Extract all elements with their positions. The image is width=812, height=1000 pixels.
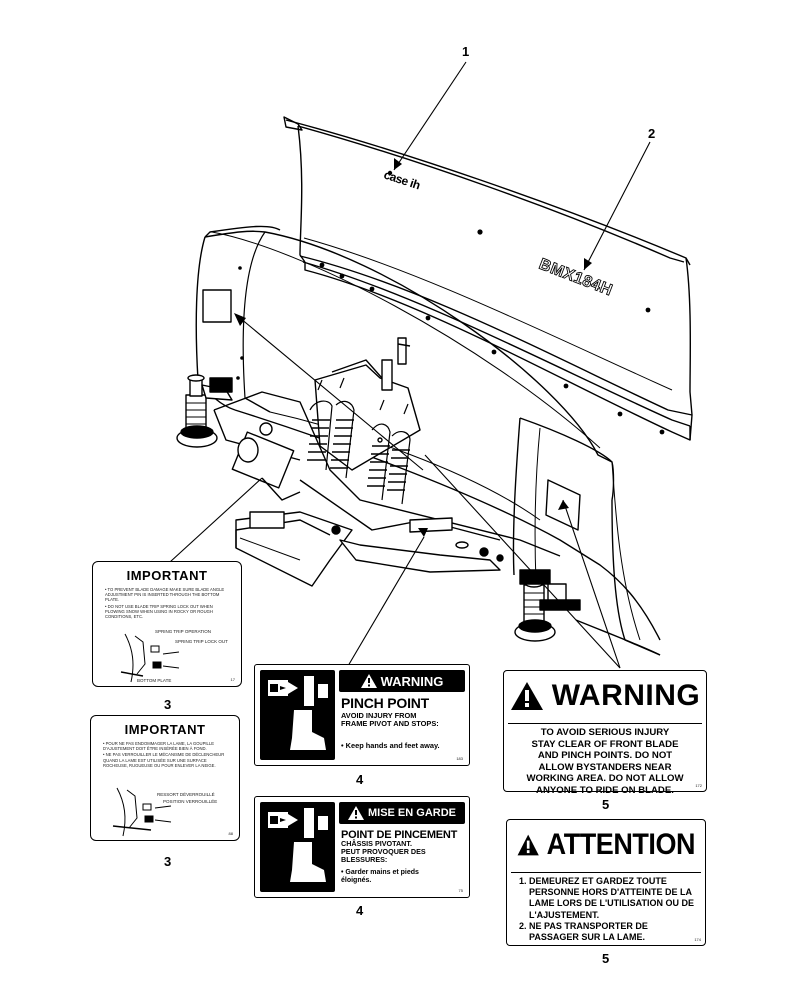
decal-warning-english: WARNING TO AVOID SERIOUS INJURY STAY CLE… [503,670,707,796]
decal-header: WARNING [339,670,465,692]
decal-attention-body: 1. DEMEUREZ ET GARDEZ TOUTE PERSONNE HOR… [519,876,697,943]
decal-warning-line: AND PINCH POINTS. DO NOT [537,750,673,762]
decal-header-text: WARNING [380,673,444,689]
decal-pinch-sub-line: PEUT PROVOQUER DES [341,846,426,856]
callout-4b: 4 [356,903,364,918]
decal-important-line: • TO PREVENT BLADE DAMAGE MAKE SURE BLAD… [105,587,225,603]
decal-divider [511,872,701,873]
decal-pinch-point-french: MISE EN GARDE POINT DE PINCEMENT CHÂSSIS… [254,796,470,898]
pinch-hazard-pictogram [260,670,335,760]
decal-pinch-note-line: éloignés. [341,876,372,884]
decal-important-title: IMPORTANT [124,722,206,737]
callout-3a: 3 [164,697,172,712]
decal-attention-line: L'AJUSTEMENT. [529,909,600,920]
decal-pinch-sub-line: BLESSURES: [341,854,388,864]
decal-pinch-point-english: WARNING PINCH POINT AVOID INJURY FROM FR… [254,664,470,766]
decal-warning-title-text: WARNING [551,679,701,712]
warning-triangle-icon [510,682,543,710]
callout-2: 2 [648,126,656,141]
callout-1: 1 [462,44,470,59]
decal-important-line: • POUR NE PAS ENDOMMAGER LA LAME, LA GOU… [103,741,214,752]
moldboard [195,225,661,656]
left-caster-wheel [176,374,233,448]
decal-attention-title: ATTENTION [517,828,696,862]
decal-important-line: • DO NOT USE BLADE TRIP SPRING LOCK OUT … [105,603,213,620]
decal-important-title: IMPORTANT [126,568,208,583]
decal-important-french: IMPORTANT • POUR NE PAS ENDOMMAGER LA LA… [90,715,240,841]
decal-attention-line: PASSAGER SUR LA LAME. [529,932,646,943]
decal-pinch-note-line: • Garder mains et pieds [341,869,419,876]
decal-attention-line: PERSONNE HORS D'ATTEINTE DE LA [529,887,692,898]
decal-important-label-b: SPRING TRIP LOCK OUT [175,639,228,644]
warning-triangle-icon [347,806,364,820]
decal-part-code: 75 [458,888,463,893]
blade-brand-text: case ih [382,168,422,193]
decal-pinch-title: POINT DE PINCEMENT [341,829,458,841]
decal-important-english: IMPORTANT • TO PREVENT BLADE DAMAGE MAKE… [92,561,242,687]
decal-part-code: 172 [695,783,702,788]
decal-warning-line: ANYONE TO RIDE ON BLADE. [536,784,674,796]
callout-4a: 4 [356,772,364,787]
blade-model-text: BMX184H [537,256,615,300]
decal-important-label-a: SPRING TRIP OPERATION [155,629,212,634]
decal-important-label-b: POSITION VERROUILLÉE [163,799,218,804]
leader-lines [169,61,651,669]
decal-pinch-note: • Garder mains et pieds éloignés. [341,869,461,885]
decal-warning-line: WORKING AREA. DO NOT ALLOW [526,773,684,785]
pinch-hazard-pictogram [260,802,335,892]
spring-trip-illustration [112,787,172,837]
warning-triangle-icon [517,834,539,856]
decal-pinch-sub: CHÂSSIS PIVOTANT. PEUT PROVOQUER DES BLE… [341,840,461,863]
spring-trip-illustration [120,633,180,683]
decal-warning-line: ALLOW BYSTANDERS NEAR [538,761,672,773]
callout-5b: 5 [602,951,610,966]
decal-warning-title: WARNING [504,679,706,713]
decal-pinch-title: PINCH POINT [341,695,430,711]
blade-cutting-edge [283,116,693,441]
callout-3b: 3 [164,854,172,869]
decal-header: MISE EN GARDE [339,802,465,824]
decal-pinch-sub-line: FRAME PIVOT AND STOPS: [341,719,439,728]
decal-important-line: • NE PAS VERROUILLER LE MÉCANISME DE DÉC… [103,752,225,768]
decal-warning-body: TO AVOID SERIOUS INJURY STAY CLEAR OF FR… [512,727,698,797]
right-caster-wheel [514,569,581,642]
push-frame [213,391,561,587]
decal-divider [508,723,702,724]
decal-part-code: 17 [230,677,235,682]
decal-attention-line: 2. NE PAS TRANSPORTER DE [519,920,648,931]
decal-warning-line: STAY CLEAR OF FRONT BLADE [531,738,679,750]
decal-header-text: MISE EN GARDE [367,807,456,819]
decal-warning-line: TO AVOID SERIOUS INJURY [540,727,670,738]
warning-triangle-icon [360,674,377,688]
decal-part-code: 183 [456,756,463,761]
decal-part-code: 88 [228,831,233,836]
decal-pinch-sub-line: AVOID INJURY FROM [341,711,417,720]
decal-attention-line: 1. DEMEUREZ ET GARDEZ TOUTE [519,876,667,886]
callout-5a: 5 [602,797,610,812]
decal-pinch-note: • Keep hands and feet away. [341,741,440,750]
decal-attention-line: LAME LORS DE L'UTILISATION OU DE [529,898,694,909]
decal-pinch-sub: AVOID INJURY FROM FRAME PIVOT AND STOPS: [341,712,439,728]
decal-important-label-a: RESSORT DÉVERROUILLÉ [157,792,215,797]
decal-attention-french: ATTENTION 1. DEMEUREZ ET GARDEZ TOUTE PE… [506,819,706,946]
decal-important-label-c: BOTTOM PLATE [137,678,172,683]
decal-pinch-sub-line: CHÂSSIS PIVOTANT. [341,839,412,848]
decal-attention-title-text: ATTENTION [546,828,696,861]
decal-part-code: 174 [694,937,701,942]
